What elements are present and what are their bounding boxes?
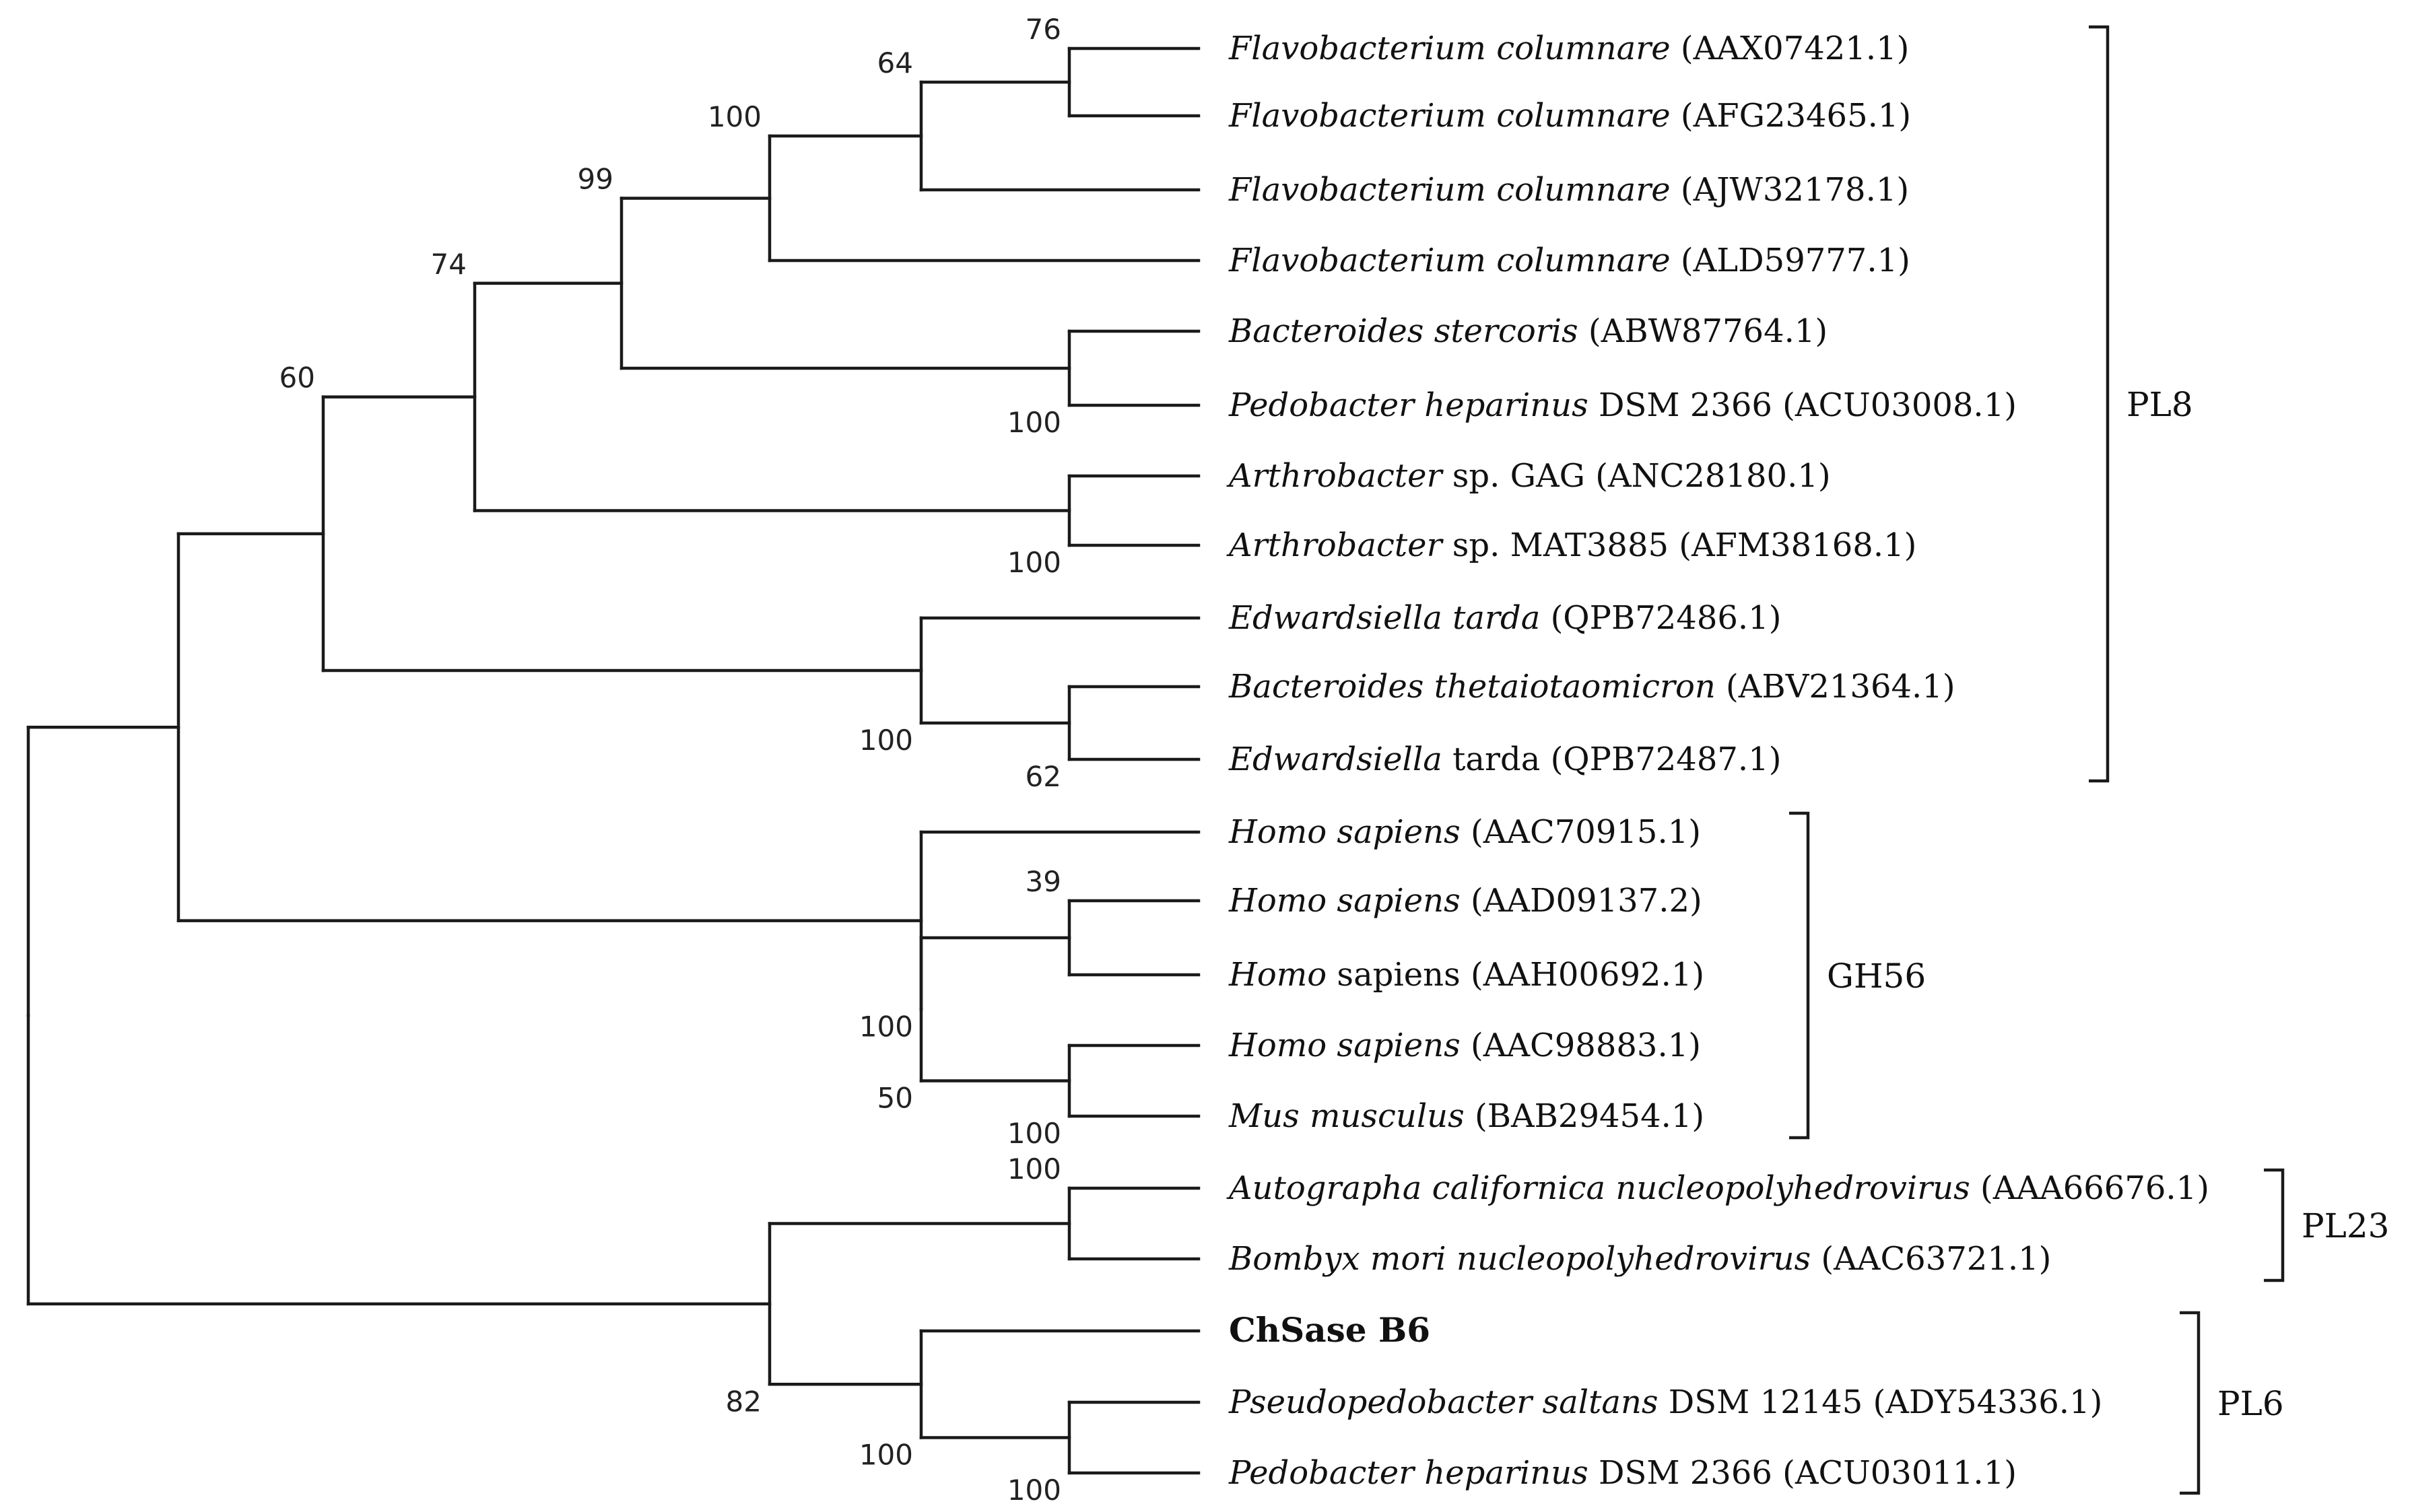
bootstrap-values: 7664100100991007462100603910050100100100… bbox=[279, 13, 1061, 1507]
bootstrap-value: 50 bbox=[877, 1082, 913, 1115]
leaf-label: Flavobacterium columnare (AJW32178.1) bbox=[1228, 171, 1909, 209]
leaf-accession: (BAB29454.1) bbox=[1465, 1097, 1704, 1135]
leaf-species: Flavobacterium columnare bbox=[1228, 30, 1671, 67]
family-bracket bbox=[2089, 25, 2110, 783]
leaf-accession: (AAC98883.1) bbox=[1461, 1027, 1701, 1064]
leaf-species: Arthrobacter bbox=[1226, 457, 1444, 495]
leaf-accession: (AAD09137.2) bbox=[1461, 882, 1702, 920]
leaf-accession: ChSase B6 bbox=[1229, 1310, 1430, 1350]
leaf-accession: (AAC70915.1) bbox=[1461, 813, 1701, 851]
leaf-accession: (AFG23465.1) bbox=[1671, 97, 1912, 135]
leaf-accession: (AAA66676.1) bbox=[1970, 1169, 2209, 1207]
leaf-label: Bacteroides stercoris (ABW87764.1) bbox=[1228, 312, 1828, 350]
bootstrap-value: 99 bbox=[578, 163, 613, 196]
leaf-accession: (AAX07421.1) bbox=[1671, 30, 1910, 67]
leaf-label: Flavobacterium columnare (AAX07421.1) bbox=[1228, 30, 1909, 67]
leaf-labels: Flavobacterium columnare (AAX07421.1)Fla… bbox=[1226, 30, 2209, 1492]
bootstrap-value: 100 bbox=[1007, 1474, 1061, 1507]
leaf-label: Arthrobacter sp. GAG (ANC28180.1) bbox=[1226, 457, 1831, 495]
bootstrap-value: 82 bbox=[726, 1385, 762, 1418]
leaf-label: Homo sapiens (AAD09137.2) bbox=[1228, 882, 1702, 920]
leaf-species: Bacteroides stercoris bbox=[1228, 312, 1578, 350]
leaf-label: Pedobacter heparinus DSM 2366 (ACU03008.… bbox=[1228, 386, 2017, 424]
tree-branches bbox=[26, 46, 1201, 1475]
leaf-label: Bacteroides thetaiotaomicron (ABV21364.1… bbox=[1228, 668, 1955, 706]
leaf-species: Homo sapiens bbox=[1228, 882, 1461, 920]
leaf-accession: DSM 12145 (ADY54336.1) bbox=[1659, 1383, 2103, 1421]
leaf-accession: DSM 2366 (ACU03011.1) bbox=[1588, 1454, 2017, 1492]
leaf-label: Flavobacterium columnare (AFG23465.1) bbox=[1228, 97, 1911, 135]
family-bracket bbox=[2180, 1311, 2201, 1495]
bootstrap-value: 100 bbox=[859, 1010, 913, 1043]
bootstrap-value: 62 bbox=[1026, 760, 1061, 793]
bootstrap-value: 100 bbox=[1007, 1153, 1061, 1185]
leaf-accession: sapiens (AAH00692.1) bbox=[1327, 956, 1704, 994]
leaf-accession: (ABW87764.1) bbox=[1578, 312, 1828, 350]
leaf-species: Mus musculus bbox=[1228, 1097, 1465, 1135]
leaf-species: Pedobacter heparinus bbox=[1228, 386, 1588, 424]
leaf-species: Autographa californica nucleopolyhedrovi… bbox=[1226, 1169, 1970, 1207]
leaf-species: Homo sapiens bbox=[1228, 1027, 1461, 1064]
bootstrap-value: 74 bbox=[431, 248, 467, 281]
leaf-accession: tarda (QPB72487.1) bbox=[1442, 741, 1782, 778]
leaf-accession: (AAC63721.1) bbox=[1811, 1240, 2051, 1278]
leaf-accession: sp. GAG (ANC28180.1) bbox=[1442, 457, 1831, 495]
leaf-species: Arthrobacter bbox=[1226, 526, 1444, 564]
family-label: PL8 bbox=[2126, 385, 2193, 424]
leaf-label: ChSase B6 bbox=[1229, 1310, 1430, 1350]
leaf-label: Homo sapiens (AAH00692.1) bbox=[1228, 956, 1704, 994]
leaf-species: Bacteroides thetaiotaomicron bbox=[1228, 668, 1716, 706]
leaf-label: Homo sapiens (AAC98883.1) bbox=[1228, 1027, 1701, 1064]
leaf-species: Edwardsiella tarda bbox=[1228, 599, 1540, 637]
bootstrap-value: 100 bbox=[859, 1439, 913, 1472]
leaf-species: Edwardsiella bbox=[1228, 741, 1442, 778]
leaf-accession: sp. MAT3885 (AFM38168.1) bbox=[1442, 526, 1917, 564]
bootstrap-value: 39 bbox=[1026, 865, 1061, 898]
leaf-species: Pedobacter heparinus bbox=[1228, 1454, 1588, 1492]
family-bracket bbox=[1789, 811, 1810, 1140]
leaf-species: Homo sapiens bbox=[1228, 813, 1461, 851]
family-label: PL6 bbox=[2217, 1384, 2284, 1423]
bootstrap-value: 76 bbox=[1026, 13, 1061, 46]
leaf-label: Pedobacter heparinus DSM 2366 (ACU03011.… bbox=[1228, 1454, 2017, 1492]
leaf-species: Homo bbox=[1228, 956, 1327, 994]
leaf-species: Flavobacterium columnare bbox=[1228, 171, 1671, 209]
leaf-species: Pseudopedobacter saltans bbox=[1228, 1383, 1659, 1421]
leaf-label: Bombyx mori nucleopolyhedrovirus (AAC637… bbox=[1228, 1240, 2051, 1278]
leaf-accession: (ABV21364.1) bbox=[1716, 668, 1955, 706]
bootstrap-value: 60 bbox=[279, 362, 315, 394]
leaf-accession: (AJW32178.1) bbox=[1671, 171, 1909, 209]
bootstrap-value: 100 bbox=[1007, 406, 1061, 439]
leaf-species: Flavobacterium columnare bbox=[1228, 97, 1671, 135]
family-label: PL23 bbox=[2302, 1206, 2389, 1245]
bootstrap-value: 100 bbox=[1007, 546, 1061, 579]
bootstrap-value: 64 bbox=[877, 46, 913, 79]
leaf-species: Bombyx mori nucleopolyhedrovirus bbox=[1228, 1240, 1811, 1278]
family-label: GH56 bbox=[1827, 957, 1926, 996]
bootstrap-value: 100 bbox=[708, 100, 762, 133]
leaf-label: Pseudopedobacter saltans DSM 12145 (ADY5… bbox=[1228, 1383, 2102, 1421]
leaf-label: Arthrobacter sp. MAT3885 (AFM38168.1) bbox=[1226, 526, 1916, 564]
family-bracket bbox=[2264, 1168, 2285, 1282]
leaf-label: Flavobacterium columnare (ALD59777.1) bbox=[1228, 242, 1910, 279]
bootstrap-value: 100 bbox=[859, 724, 913, 757]
leaf-accession: DSM 2366 (ACU03008.1) bbox=[1588, 386, 2017, 424]
leaf-label: Mus musculus (BAB29454.1) bbox=[1228, 1097, 1704, 1135]
leaf-accession: (ALD59777.1) bbox=[1671, 242, 1910, 279]
leaf-label: Edwardsiella tarda (QPB72487.1) bbox=[1228, 741, 1781, 778]
leaf-accession: (QPB72486.1) bbox=[1540, 599, 1781, 637]
bootstrap-value: 100 bbox=[1007, 1117, 1061, 1150]
leaf-label: Autographa californica nucleopolyhedrovi… bbox=[1226, 1169, 2209, 1207]
leaf-species: Flavobacterium columnare bbox=[1228, 242, 1671, 279]
leaf-label: Edwardsiella tarda (QPB72486.1) bbox=[1228, 599, 1781, 637]
leaf-label: Homo sapiens (AAC70915.1) bbox=[1228, 813, 1701, 851]
